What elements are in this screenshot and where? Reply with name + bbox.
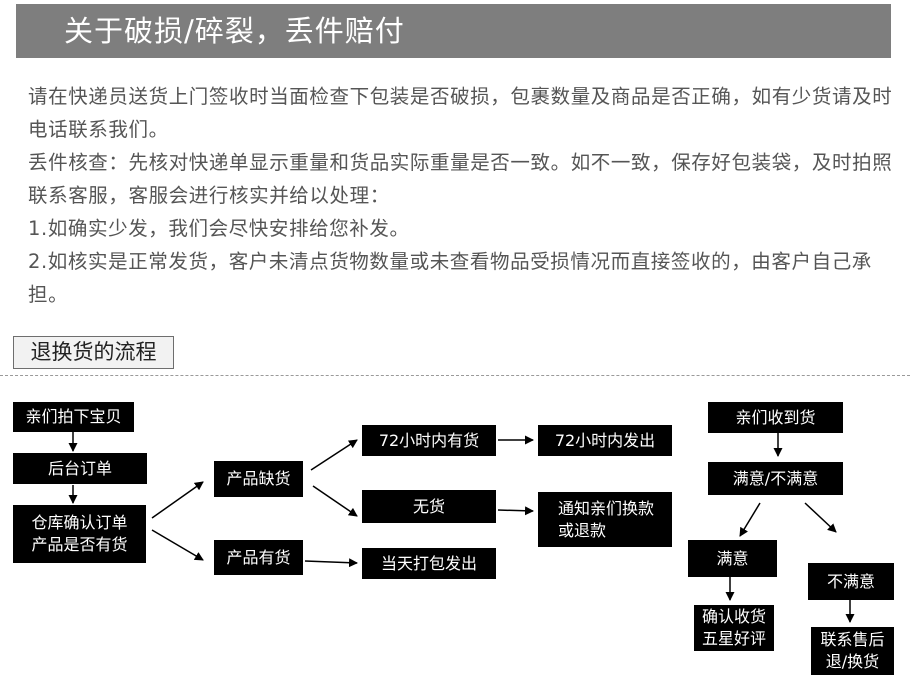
arrow xyxy=(739,502,761,537)
flow-step-satisfied-or-not: 满意/不满意 xyxy=(708,462,843,495)
arrow xyxy=(497,506,534,516)
flow-step-no-stock: 无货 xyxy=(362,490,496,523)
arrow xyxy=(151,481,204,519)
flow-step-out-of-stock: 产品缺货 xyxy=(214,461,303,497)
flow-step-satisfied: 满意 xyxy=(688,540,777,577)
title-banner: 关于破损/碎裂，丢件赔付 xyxy=(16,4,891,58)
flow-step-backend-order: 后台订单 xyxy=(13,453,147,484)
flow-step-confirm-review: 确认收货 五星好评 xyxy=(694,605,774,651)
arrow xyxy=(310,439,358,471)
policy-paragraph: 2.如核实是正常发货，客户未清点货物数量或未查看物品受损情况而直接签收的，由客户… xyxy=(28,250,872,306)
flow-step-received: 亲们收到货 xyxy=(708,402,843,433)
flow-step-buy: 亲们拍下宝贝 xyxy=(13,402,134,432)
section-label: 退换货的流程 xyxy=(13,336,174,369)
flow-step-ship-72h: 72小时内发出 xyxy=(538,425,672,456)
policy-paragraph: 请在快递员送货上门签收时当面检查下包装是否破损，包裹数量及商品是否正确，如有少货… xyxy=(28,85,893,141)
arrow xyxy=(304,558,358,568)
arrow xyxy=(312,485,358,517)
banner-title: 关于破损/碎裂，丢件赔付 xyxy=(64,14,405,48)
arrow xyxy=(151,529,204,561)
flow-step-warehouse-check: 仓库确认订单 产品是否有货 xyxy=(13,505,146,563)
policy-paragraph: 1.如确实少发，我们会尽快安排给您补发。 xyxy=(28,217,410,240)
flow-step-in-stock: 产品有货 xyxy=(214,540,303,575)
flow-step-stock-72h: 72小时内有货 xyxy=(362,425,496,456)
policy-text: 请在快递员送货上门签收时当面检查下包装是否破损，包裹数量及商品是否正确，如有少货… xyxy=(28,80,900,311)
arrow xyxy=(804,502,837,533)
dashed-divider xyxy=(0,375,910,376)
flow-step-not-satisfied: 不满意 xyxy=(808,563,894,600)
policy-paragraph: 丢件核查：先核对快递单显示重量和货品实际重量是否一致。如不一致，保存好包装袋，及… xyxy=(28,151,893,207)
flow-step-same-day: 当天打包发出 xyxy=(362,548,496,579)
flow-step-notify: 通知亲们换款 或退款 xyxy=(538,492,672,547)
flow-step-contact-aftersales: 联系售后 退/换货 xyxy=(811,627,894,675)
